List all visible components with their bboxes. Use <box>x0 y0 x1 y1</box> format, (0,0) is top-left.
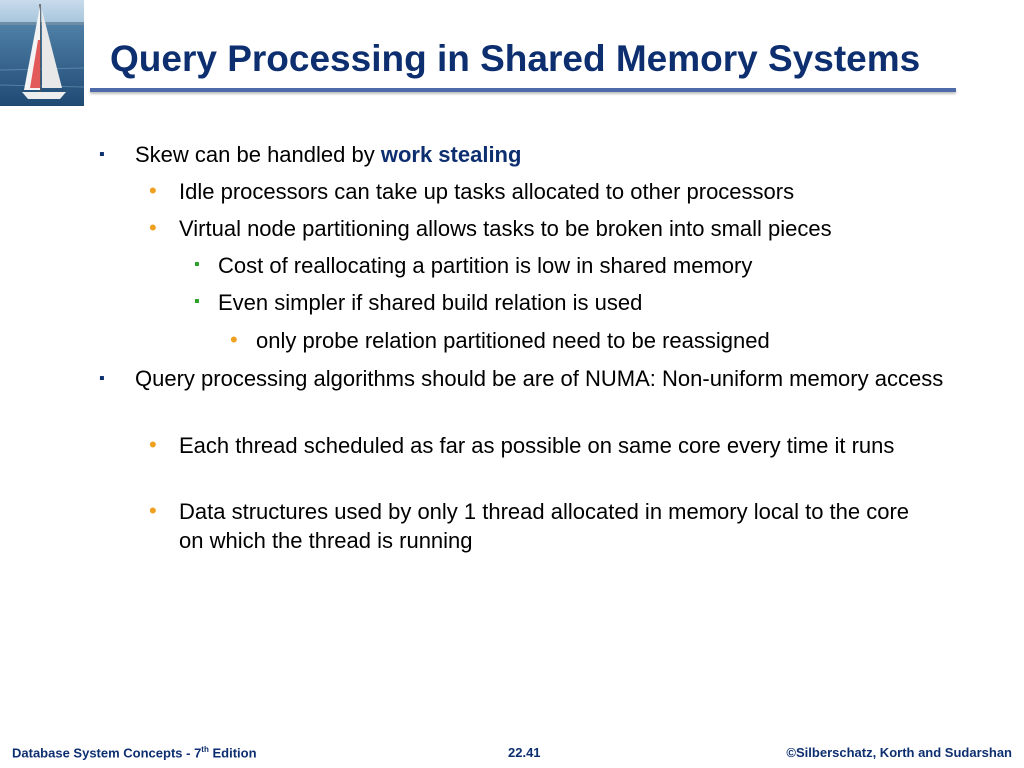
bullet-reallocation-cost: ▪ Cost of reallocating a partition is lo… <box>194 251 958 280</box>
bullet-numa: ▪ Query processing algorithms should be … <box>99 364 955 393</box>
square-bullet-icon: ▪ <box>194 256 200 273</box>
bullet-text: only probe relation partitioned need to … <box>256 328 770 353</box>
footer-book-title-text: Database System Concepts - 7 <box>12 745 202 761</box>
footer-book-title: Database System Concepts - 7th Edition <box>12 745 257 760</box>
square-bullet-icon: ▪ <box>194 293 200 310</box>
bullet-text: Virtual node partitioning allows tasks t… <box>179 216 832 241</box>
bullet-text: Skew can be handled by <box>135 142 381 167</box>
dot-bullet-icon: • <box>149 178 157 203</box>
bullet-thread-scheduling: • Each thread scheduled as far as possib… <box>149 431 929 460</box>
footer-page-number: 22.41 <box>508 745 541 760</box>
footer-copyright: ©Silberschatz, Korth and Sudarshan <box>786 745 1012 760</box>
dot-bullet-icon: • <box>149 498 157 523</box>
bullet-idle-processors: • Idle processors can take up tasks allo… <box>149 177 959 206</box>
slide-content: ▪ Skew can be handled by work stealing •… <box>99 140 959 555</box>
bullet-text: Even simpler if shared build relation is… <box>218 290 643 315</box>
bullet-skew: ▪ Skew can be handled by work stealing <box>99 140 955 169</box>
bullet-text: Data structures used by only 1 thread al… <box>179 499 910 553</box>
title-divider <box>90 88 956 92</box>
slide-title: Query Processing in Shared Memory System… <box>110 38 921 79</box>
footer-edition-text: Edition <box>208 745 257 761</box>
bullet-local-data-structures: • Data structures used by only 1 thread … <box>149 497 939 555</box>
bullet-text: Cost of reallocating a partition is low … <box>218 253 753 278</box>
dot-bullet-icon: • <box>230 327 238 352</box>
bullet-shared-build-relation: ▪ Even simpler if shared build relation … <box>194 288 958 317</box>
dot-bullet-icon: • <box>149 432 157 457</box>
bullet-text: Each thread scheduled as far as possible… <box>179 433 895 458</box>
bullet-virtual-node-partitioning: • Virtual node partitioning allows tasks… <box>149 214 959 243</box>
footer-superscript: th <box>201 745 209 754</box>
square-bullet-icon: ▪ <box>99 146 105 163</box>
square-bullet-icon: ▪ <box>99 370 105 387</box>
sailboat-logo-icon <box>0 0 84 106</box>
bullet-probe-relation: • only probe relation partitioned need t… <box>230 326 956 355</box>
bullet-text: Query processing algorithms should be ar… <box>135 366 944 391</box>
work-stealing-term: work stealing <box>380 142 522 167</box>
dot-bullet-icon: • <box>149 215 157 240</box>
bullet-text: Idle processors can take up tasks alloca… <box>179 179 795 204</box>
